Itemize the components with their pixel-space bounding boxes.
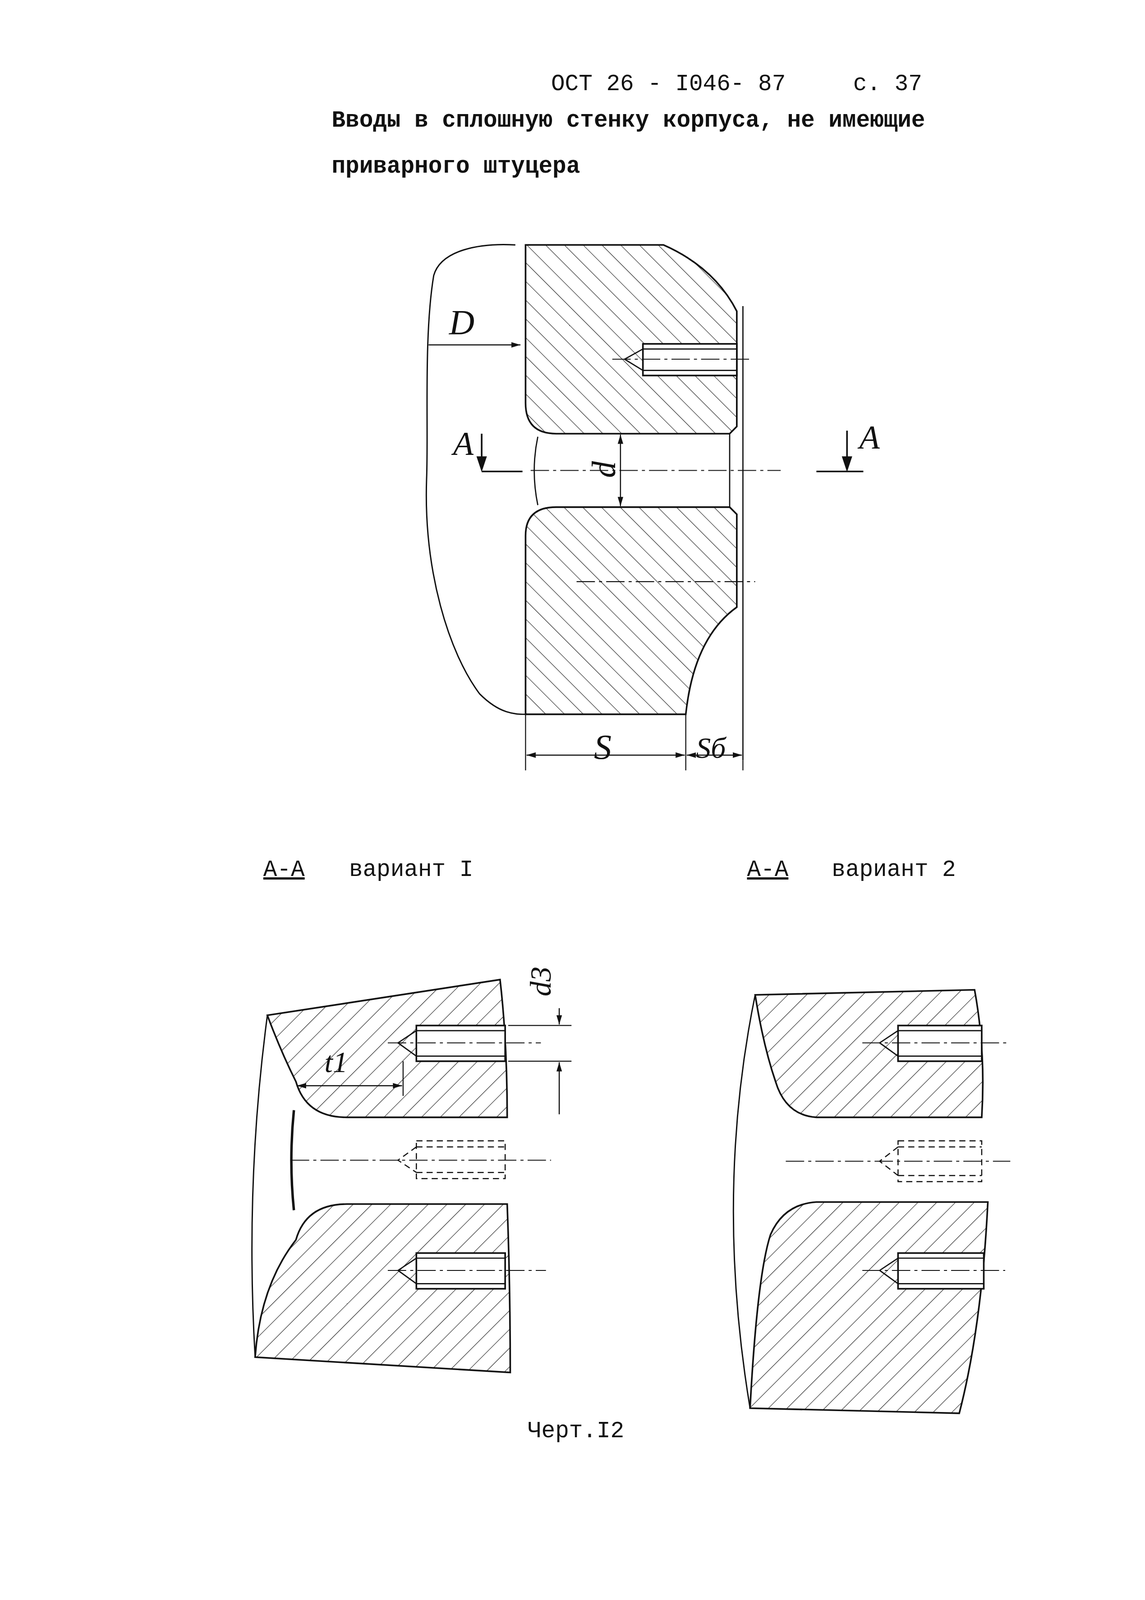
drawing-stroke [879, 1258, 985, 1285]
drawing-stroke [290, 1159, 552, 1161]
section-variant: вариант 2 [831, 857, 956, 884]
section-variant-2 [733, 989, 1011, 1414]
drawing-stroke [525, 714, 743, 771]
caption: Черт.I2 [527, 1418, 625, 1446]
drawing-stroke [255, 1204, 511, 1373]
dimension-label: t1 [324, 1045, 348, 1080]
drawing-stroke [558, 1008, 560, 1025]
drawing-stroke [297, 1085, 403, 1087]
drawing-stroke [398, 1030, 506, 1057]
drawing-stroke [398, 1258, 506, 1285]
drawing-stroke [785, 1161, 1011, 1163]
dimension-label: S [593, 726, 612, 768]
drawing-stroke [862, 1042, 1011, 1044]
drawing-stroke [742, 306, 744, 761]
drawing-stroke [426, 244, 526, 715]
drawing-stroke [267, 979, 508, 1118]
title: Вводы в сплошную стенку корпуса, не имею… [331, 97, 945, 190]
drawing-stroke [816, 430, 864, 472]
drawing-stroke [755, 989, 984, 1118]
page-number: с. 37 [853, 71, 923, 98]
drawing-stroke [879, 1030, 982, 1057]
section-variant-1 [252, 979, 572, 1373]
drawing-stroke [477, 457, 851, 470]
section-title: А-А [746, 857, 789, 884]
drawing-stroke [612, 358, 754, 360]
section-variant: вариант I [349, 857, 474, 884]
drawing-stroke [387, 1042, 541, 1044]
section-title: А-А [263, 857, 305, 884]
drawing-stroke [508, 1025, 572, 1062]
drawing-stroke [530, 469, 781, 471]
document-number: ОСТ 26 - I046- 87 [551, 71, 786, 98]
drawing-stroke [749, 1202, 988, 1414]
drawing-stroke [733, 995, 755, 1409]
drawing-stroke [558, 1062, 560, 1115]
section-mark: A [859, 418, 880, 457]
drawing-stroke [481, 433, 523, 472]
drawing-stroke [387, 1270, 547, 1272]
drawing-stroke [862, 1270, 1006, 1272]
section-mark: A [453, 424, 474, 464]
drawing-stroke [525, 244, 737, 434]
drawing-stroke [534, 436, 539, 506]
drawing-stroke [428, 344, 521, 346]
dimension-label: d [584, 461, 624, 479]
drawing-stroke [624, 349, 737, 371]
drawing-stroke [398, 1140, 506, 1179]
dimension-label: d3 [523, 966, 558, 997]
drawing-stroke [729, 433, 731, 508]
dimension-label: Sб [695, 731, 726, 766]
main-view [426, 244, 864, 771]
drawing-stroke [576, 581, 756, 583]
drawing-stroke [402, 1061, 404, 1097]
dimension-label: D [449, 302, 475, 343]
drawing-stroke [525, 507, 737, 715]
